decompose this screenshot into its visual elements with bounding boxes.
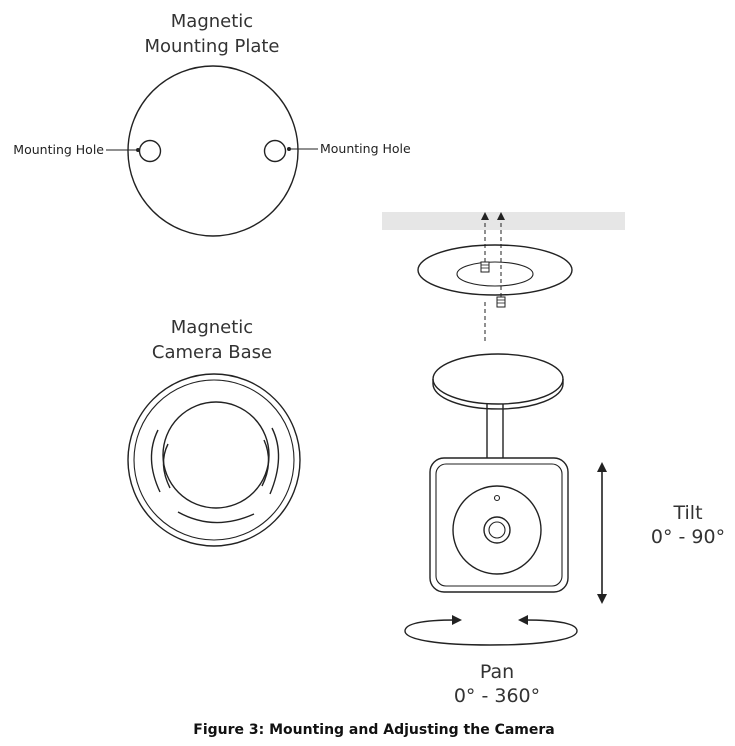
mounting-hole-right <box>263 139 287 163</box>
installed-plate-recess <box>456 261 534 287</box>
pan-arrow-right-icon <box>452 615 462 625</box>
camera-base-center-disc <box>162 401 270 509</box>
tilt-arrow-up-icon <box>597 462 607 472</box>
mounting-plate-shape <box>127 65 299 237</box>
camera-lens-housing <box>452 485 542 575</box>
camera-base-groove-right-inner <box>261 439 270 487</box>
camera-body-inner <box>435 463 563 587</box>
pan-label: Pan <box>480 661 514 683</box>
camera-base-inner-ring <box>133 379 295 541</box>
camera-base-outer-ring <box>127 373 301 547</box>
base-title-line1: Magnetic <box>171 317 253 338</box>
figure-caption: Figure 3: Mounting and Adjusting the Cam… <box>193 722 554 738</box>
pan-indicator-group: Pan 0° - 360° <box>404 615 578 707</box>
plate-title-line2: Mounting Plate <box>145 36 280 57</box>
mounting-hole-label-right: Mounting Hole <box>320 141 411 156</box>
pan-range: 0° - 360° <box>454 685 540 707</box>
camera-base-groove-left <box>150 429 161 493</box>
hole-callout-dot-left <box>136 148 140 152</box>
camera-base-groove-bottom <box>177 511 255 524</box>
mounting-hole-label-left: Mounting Hole <box>13 142 104 157</box>
camera-base-groove-left-inner <box>162 443 171 489</box>
tilt-range: 0° - 90° <box>651 526 725 548</box>
ceiling-install-group <box>382 212 625 344</box>
camera-magnetic-base-edge <box>432 379 564 410</box>
mounting-plate-group: Magnetic Mounting Plate Mounting Hole Mo… <box>13 11 411 237</box>
pan-arrow-left-icon <box>518 615 528 625</box>
ceiling-surface <box>382 212 625 230</box>
screw-icon <box>496 296 506 308</box>
screw-icon <box>480 261 490 273</box>
pan-rotation-arc <box>404 619 578 646</box>
camera-indicator-light <box>493 494 501 502</box>
camera-base-groove-right <box>269 427 280 495</box>
camera-lens-outer <box>483 516 511 544</box>
camera-magnetic-base <box>432 353 564 405</box>
camera-assembly-group <box>429 353 569 593</box>
mounting-hole-left <box>138 139 162 163</box>
tilt-label: Tilt <box>672 502 702 524</box>
tilt-indicator-group: Tilt 0° - 90° <box>597 462 725 604</box>
camera-lens-inner <box>488 521 506 539</box>
tilt-arrow-down-icon <box>597 594 607 604</box>
base-title-line2: Camera Base <box>152 342 272 363</box>
hole-callout-dot-right <box>287 147 291 151</box>
camera-body <box>429 457 569 593</box>
camera-base-group: Magnetic Camera Base <box>127 317 301 547</box>
installed-mounting-plate <box>417 244 573 296</box>
plate-title-line1: Magnetic <box>171 11 253 32</box>
